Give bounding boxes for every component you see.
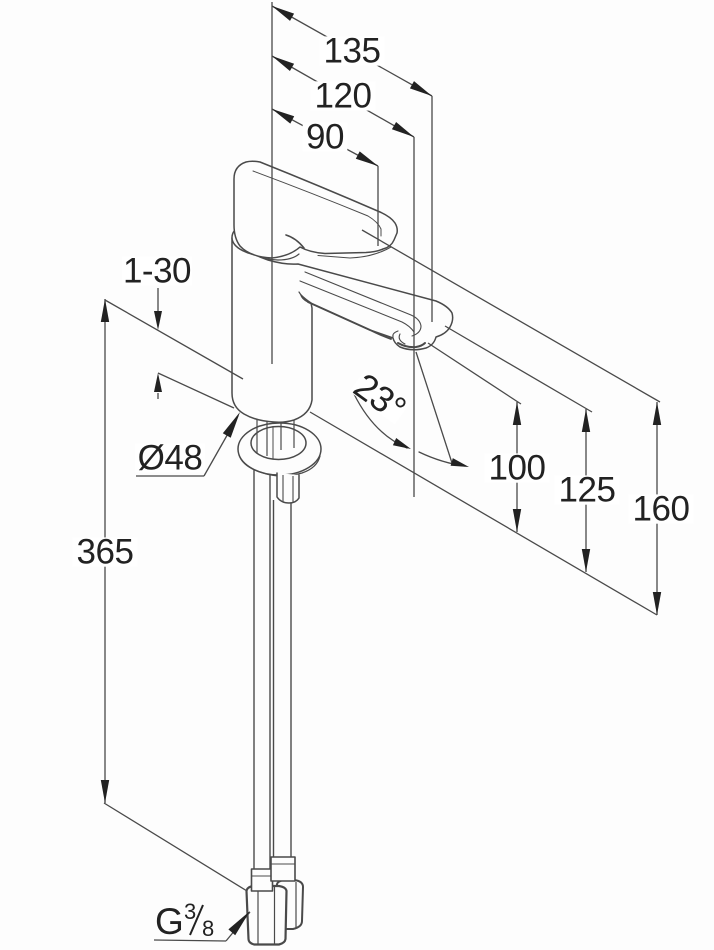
svg-text:135: 135 (324, 32, 381, 71)
svg-text:Ø48: Ø48 (138, 439, 203, 478)
svg-text:100: 100 (489, 449, 546, 488)
svg-text:90: 90 (306, 118, 344, 157)
svg-text:125: 125 (559, 471, 616, 510)
svg-text:3: 3 (184, 899, 196, 924)
svg-text:G: G (155, 901, 183, 942)
svg-text:365: 365 (77, 533, 134, 572)
svg-text:160: 160 (633, 490, 690, 529)
svg-text:8: 8 (202, 916, 214, 941)
svg-text:120: 120 (315, 77, 372, 116)
svg-text:1-30: 1-30 (123, 252, 191, 291)
